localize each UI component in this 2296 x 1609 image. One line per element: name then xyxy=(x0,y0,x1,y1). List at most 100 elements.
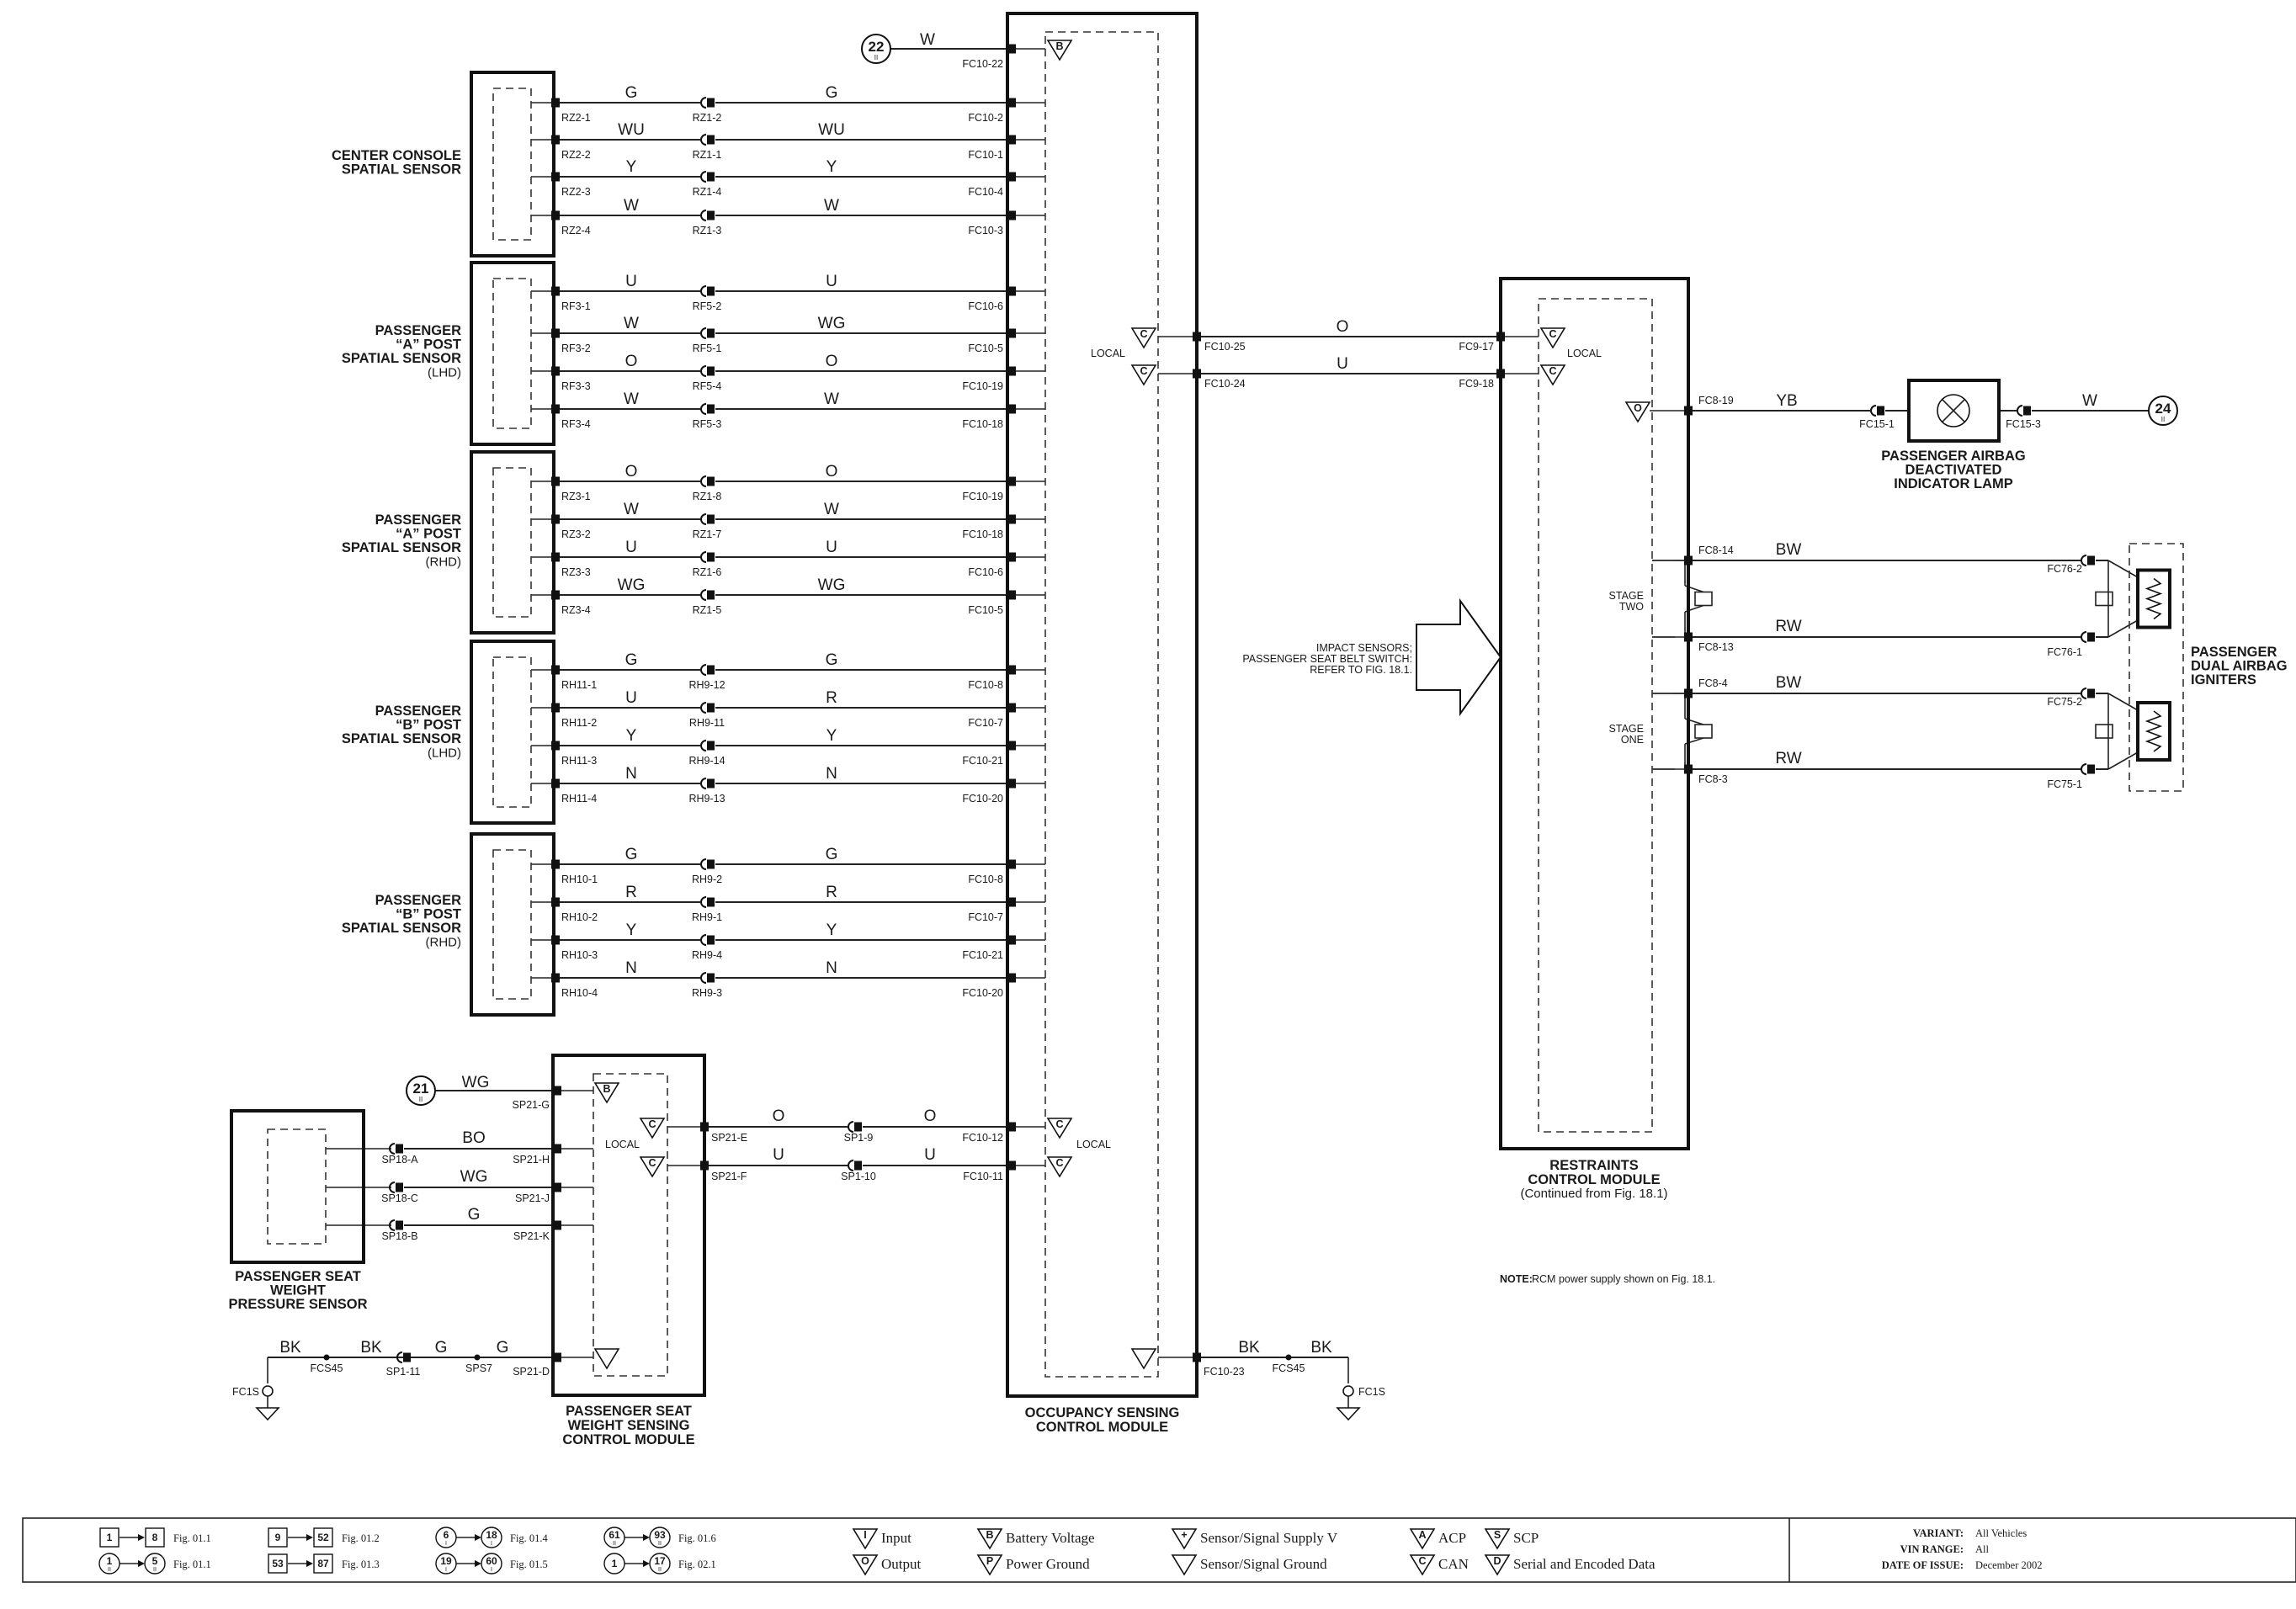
inline-connector-half xyxy=(700,589,707,601)
legend-symbol-label: CAN xyxy=(1438,1556,1469,1572)
sensor-label: PASSENGER xyxy=(375,512,461,528)
pin-label: SP21-G xyxy=(513,1099,550,1111)
legend-symbol xyxy=(1171,1528,1198,1550)
inline-connector-pin xyxy=(707,778,715,789)
legend-fig-ref: Fig. 01.6 xyxy=(678,1532,716,1544)
lamp-label: INDICATOR LAMP xyxy=(1894,476,2012,491)
legend-fig-square xyxy=(268,1527,288,1548)
legend-fig-number: 1 xyxy=(107,1532,113,1543)
pin-label: FC10-6 xyxy=(968,300,1003,312)
inline-connector-pin xyxy=(2087,688,2095,698)
legend-fig-square xyxy=(99,1527,120,1548)
pin-label: FC76-1 xyxy=(2047,646,2082,658)
wire-colour: O xyxy=(826,463,838,481)
connector-terminal xyxy=(1496,332,1505,342)
legend-fig-sub: II xyxy=(658,1567,662,1573)
inline-connector-pin xyxy=(2023,406,2031,416)
rcm-label: RESTRAINTS xyxy=(1549,1158,1638,1173)
connector-terminal xyxy=(1007,366,1016,376)
pin-label: RF3-4 xyxy=(561,418,591,430)
legend-symbol xyxy=(852,1554,879,1576)
inline-connector-pin xyxy=(707,404,715,414)
pin-label: RZ1-8 xyxy=(693,491,722,502)
sensor-internal-boundary xyxy=(492,278,532,429)
splice-point xyxy=(474,1354,481,1361)
wire-colour: U xyxy=(826,273,837,290)
connector-terminal xyxy=(1007,859,1016,869)
reference-circle xyxy=(2148,396,2178,426)
wire-colour: O xyxy=(625,463,638,481)
igniter-lead xyxy=(2107,619,2139,638)
legend-symbol xyxy=(852,1528,879,1550)
pin-label: RH11-4 xyxy=(561,793,597,804)
connector-terminal xyxy=(1007,741,1016,751)
legend-fig-sub: I xyxy=(491,1567,492,1573)
legend-date-label: DATE OF ISSUE: xyxy=(1882,1559,1964,1571)
inline-connector-half xyxy=(700,551,707,563)
legend-vin-label: VIN RANGE: xyxy=(1900,1543,1964,1555)
pin-label: SP21-D xyxy=(513,1366,550,1378)
battery-voltage-symbol xyxy=(1046,40,1073,61)
pin-label: FC10-18 xyxy=(962,528,1003,540)
inline-connector-half xyxy=(700,972,707,984)
inline-connector-half xyxy=(700,513,707,525)
legend-arrowhead xyxy=(138,1560,145,1567)
connector-terminal xyxy=(1684,406,1693,416)
pin-label: RZ2-1 xyxy=(561,112,591,124)
inline-connector-pin xyxy=(707,897,715,907)
legend-symbol-label: ACP xyxy=(1438,1530,1466,1546)
legend-arrowhead xyxy=(306,1534,313,1541)
legend-fig-number: 60 xyxy=(486,1555,497,1567)
weight-sensor-internal xyxy=(267,1128,327,1245)
ground-symbol xyxy=(1336,1407,1361,1421)
legend-fig-number: 1 xyxy=(612,1558,618,1569)
sensor-label: SPATIAL SENSOR xyxy=(342,731,461,746)
pin-label: FC10-24 xyxy=(1204,378,1246,390)
sensor-label: “B” POST xyxy=(396,907,461,922)
pin-label: FC8-13 xyxy=(1698,641,1734,653)
wire-colour: RW xyxy=(1775,750,1801,767)
connector-terminal xyxy=(1193,1352,1201,1362)
pin-label: FC10-12 xyxy=(962,1132,1003,1144)
wire-colour: Y xyxy=(826,727,837,745)
signal-symbol-letter: O xyxy=(1634,402,1642,414)
connector-terminal xyxy=(1007,973,1016,983)
connector-terminal xyxy=(1007,135,1016,145)
inline-connector-pin xyxy=(2087,632,2095,642)
pin-label: FC10-18 xyxy=(962,418,1003,430)
pin-label: RF3-1 xyxy=(561,300,591,312)
spatial-sensor xyxy=(470,640,555,825)
connector-terminal xyxy=(551,476,560,486)
sensor-label: “A” POST xyxy=(396,337,461,353)
legend-symbol-label: Input xyxy=(881,1530,911,1546)
spatial-sensor xyxy=(470,71,555,258)
igniter-lead xyxy=(2107,693,2139,711)
can-symbol xyxy=(639,1118,666,1139)
connector-terminal xyxy=(553,1352,561,1362)
wires-layer xyxy=(120,48,2149,1582)
connector-terminal xyxy=(1496,369,1505,379)
airbag-igniter xyxy=(2136,568,2171,629)
pin-label: FC75-1 xyxy=(2047,778,2082,790)
wire-colour: U xyxy=(625,689,637,707)
legend-fig-square xyxy=(313,1527,333,1548)
igniter-label: PASSENGER xyxy=(2191,645,2277,660)
pin-label: FC10-23 xyxy=(1204,1366,1245,1378)
can-symbol xyxy=(1046,1156,1073,1178)
sensor-label: (RHD) xyxy=(426,555,462,570)
impact-arrow xyxy=(1416,597,1502,717)
ground-symbol xyxy=(255,1407,280,1421)
pin-label: RH10-3 xyxy=(561,949,598,961)
output-symbol xyxy=(1624,401,1651,423)
sensor-ground-symbol xyxy=(593,1348,620,1370)
wire-colour: O xyxy=(773,1107,785,1125)
osm-label: OCCUPANCY SENSING xyxy=(1025,1405,1180,1420)
pin-label: FC9-17 xyxy=(1459,341,1494,353)
impact-note: IMPACT SENSORS; xyxy=(1316,642,1412,654)
wire-colour: WG xyxy=(460,1168,488,1186)
pin-label: RZ3-4 xyxy=(561,604,591,616)
osm-label: CONTROL MODULE xyxy=(1036,1420,1168,1435)
wire-colour: W xyxy=(824,390,839,408)
inline-connector-half xyxy=(700,664,707,676)
